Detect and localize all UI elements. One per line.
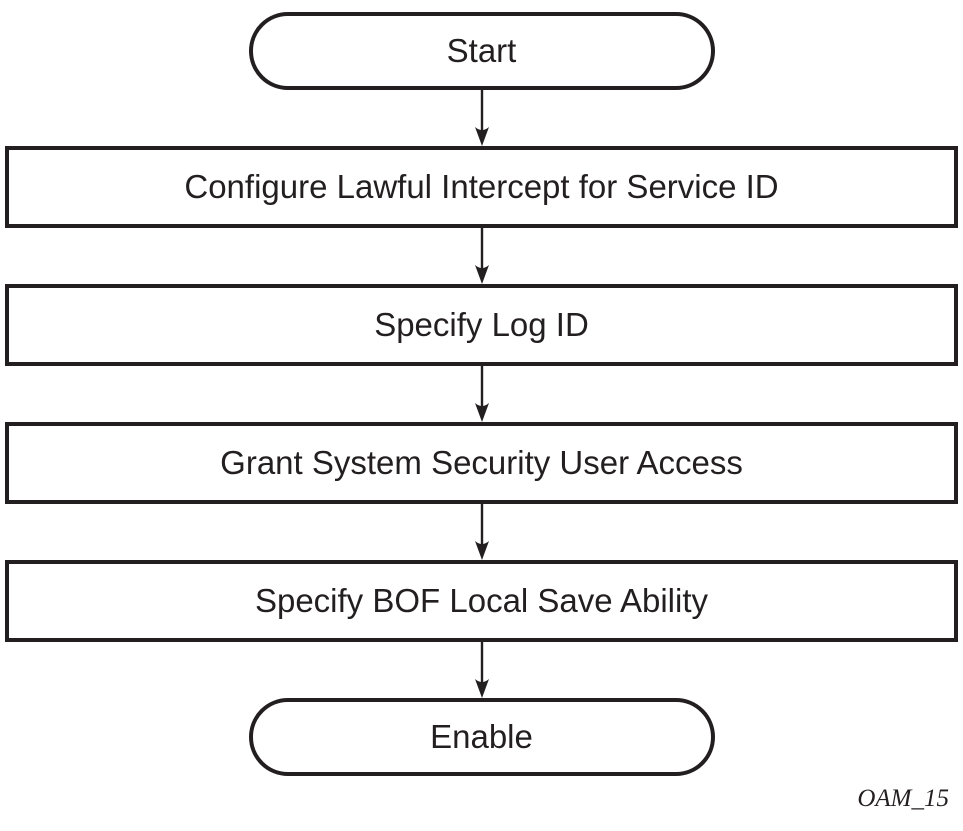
flow-step-grant-system-security-user-access: Grant System Security User Access	[5, 422, 958, 504]
flow-node-end: Enable	[248, 698, 715, 776]
down-arrow-icon	[474, 642, 489, 698]
flow-node-end-label: Enable	[430, 717, 533, 755]
down-arrow-icon	[474, 504, 489, 560]
down-arrow-icon	[474, 228, 489, 284]
down-arrow-icon	[474, 90, 489, 146]
flow-step-label: Specify BOF Local Save Ability	[254, 581, 709, 619]
flow-step-label: Specify Log ID	[374, 305, 589, 343]
flow-node-start: Start	[248, 12, 715, 90]
flow-step-label: Configure Lawful Intercept for Service I…	[184, 167, 779, 205]
figure-label: OAM_15	[857, 785, 949, 812]
flow-step-specify-log-id: Specify Log ID	[5, 284, 958, 366]
flow-node-start-label: Start	[446, 31, 517, 69]
down-arrow-icon	[474, 366, 489, 422]
flow-step-label: Grant System Security User Access	[220, 443, 743, 481]
flow-step-specify-bof-local-save-ability: Specify BOF Local Save Ability	[5, 560, 958, 642]
flow-step-configure-lawful-intercept: Configure Lawful Intercept for Service I…	[5, 146, 958, 228]
